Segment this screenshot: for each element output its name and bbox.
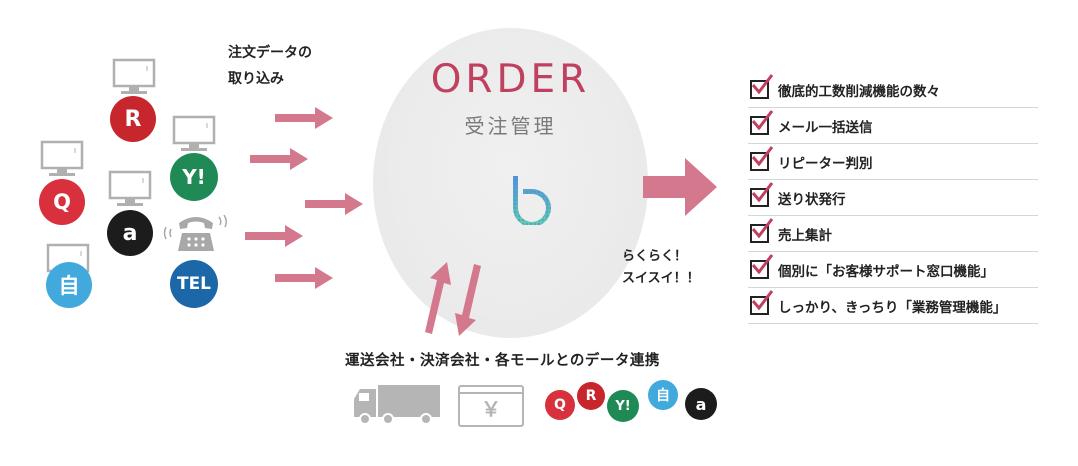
payment-card-icon: ￥: [458, 385, 524, 427]
feature-item: 送り状発行: [748, 180, 1038, 216]
order-import-label-line1: 注文データの: [228, 45, 312, 61]
feature-text: 個別に「お客様サポート窓口機能」: [778, 263, 994, 280]
upload-arrow: [425, 262, 451, 334]
feature-item: 売上集計: [748, 216, 1038, 252]
check-icon: [750, 182, 774, 207]
check-icon: [750, 110, 774, 135]
order-logo-icon: [513, 176, 551, 225]
order-subtitle: 受注管理: [464, 114, 557, 138]
sync-arrows: [425, 262, 481, 336]
incoming-arrow: [275, 267, 333, 289]
feature-text: メール一括送信: [778, 119, 873, 136]
feature-item: しっかり、きっちり「業務管理機能」: [748, 288, 1038, 324]
feature-text: しっかり、きっちり「業務管理機能」: [778, 299, 1007, 316]
order-import-label: 注文データの 取り込み: [228, 40, 312, 92]
easy-text: らくらく！ スイスイ！！: [622, 246, 700, 290]
incoming-arrow: [245, 225, 303, 247]
data-integration-label: 運送会社・決済会社・各モールとのデータ連携: [345, 353, 660, 369]
feature-text: 徹底的工数削減機能の数々: [778, 83, 940, 100]
feature-checklist: 徹底的工数削減機能の数々メール一括送信リピーター判別送り状発行売上集計個別に「お…: [748, 72, 1038, 324]
order-system-circle: [373, 28, 648, 338]
incoming-arrow: [275, 107, 333, 129]
yen-symbol: ￥: [481, 397, 501, 421]
computer-monitor-icon: [40, 140, 84, 176]
check-icon: [750, 74, 774, 99]
check-icon: [750, 146, 774, 171]
computer-monitor-icon: [108, 170, 152, 206]
qoo10-badge-small: Q: [545, 390, 575, 420]
order-title: ORDER: [430, 57, 591, 102]
tel-badge: TEL: [170, 260, 218, 308]
easy-text-line1: らくらく！: [622, 249, 688, 264]
feature-item: メール一括送信: [748, 108, 1038, 144]
check-icon: [750, 254, 774, 279]
truck-icon: [354, 385, 440, 425]
download-arrow: [455, 264, 481, 336]
feature-item: 個別に「お客様サポート窓口機能」: [748, 252, 1038, 288]
amazon-badge: a: [107, 210, 153, 256]
feature-item: 徹底的工数削減機能の数々: [748, 72, 1038, 108]
qoo10-badge: Q: [39, 179, 85, 225]
incoming-arrow: [305, 193, 363, 215]
incoming-arrows: [245, 107, 363, 289]
computer-monitor-icon: [172, 115, 216, 151]
easy-text-line2: スイスイ！！: [622, 271, 700, 286]
yahoo-badge-small: Y!: [607, 390, 639, 422]
check-icon: [750, 290, 774, 315]
incoming-arrow: [250, 148, 308, 170]
order-import-label-line2: 取り込み: [228, 71, 284, 87]
feature-item: リピーター判別: [748, 144, 1038, 180]
telephone-icon: [163, 214, 228, 251]
output-arrow: [643, 158, 717, 216]
yahoo-badge: Y!: [170, 153, 218, 201]
feature-text: リピーター判別: [778, 155, 873, 172]
feature-text: 送り状発行: [778, 191, 846, 208]
feature-text: 売上集計: [778, 227, 832, 244]
own-site-badge-small: 自: [648, 380, 678, 410]
amazon-badge-small: a: [685, 388, 717, 420]
own-site-badge: 自: [46, 262, 92, 308]
computer-monitor-icon: [112, 58, 156, 94]
check-icon: [750, 218, 774, 243]
rakuten-badge-small: R: [577, 382, 605, 410]
rakuten-badge: R: [110, 96, 156, 142]
